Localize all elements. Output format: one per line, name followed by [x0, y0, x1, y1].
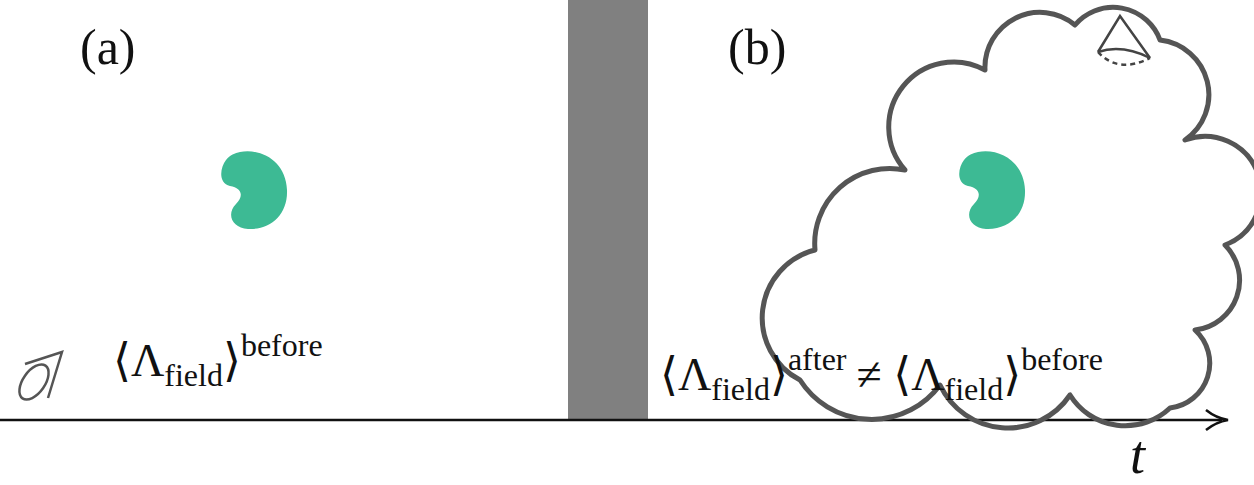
- axis-label: t: [1130, 425, 1145, 485]
- axis-arrowhead: [1206, 410, 1228, 430]
- math-symbol: ⟩: [223, 335, 241, 386]
- math-subscript: field: [164, 357, 223, 393]
- panel-label: (a): [80, 19, 136, 75]
- math-label: ⟨Λfield⟩after≠ ⟨Λfield⟩before: [660, 352, 1103, 398]
- math-subscript: field: [711, 371, 770, 407]
- math-symbol: ≠ ⟨Λ: [857, 349, 945, 400]
- green-blob: [221, 151, 287, 229]
- math-superscript: after: [788, 341, 847, 377]
- math-label: t: [1130, 428, 1145, 482]
- math-label: (a): [80, 22, 136, 72]
- detector-cone: [1098, 16, 1150, 65]
- time-barrier: [568, 0, 648, 420]
- math-symbol: ⟩: [1003, 349, 1021, 400]
- panel-label: (b): [728, 19, 786, 75]
- math-symbol: ⟨Λ: [113, 335, 164, 386]
- math-symbol: ⟨Λ: [660, 349, 711, 400]
- math-label: ⟨Λfield⟩before: [113, 338, 323, 384]
- green-blob: [959, 151, 1025, 229]
- math-subscript: field: [945, 371, 1004, 407]
- math-superscript: before: [1021, 341, 1103, 377]
- math-superscript: before: [241, 327, 323, 363]
- detector-cone: [14, 352, 62, 405]
- cloud-outline: [762, 7, 1254, 428]
- math-label: (b): [728, 22, 786, 72]
- math-symbol: ⟩: [770, 349, 788, 400]
